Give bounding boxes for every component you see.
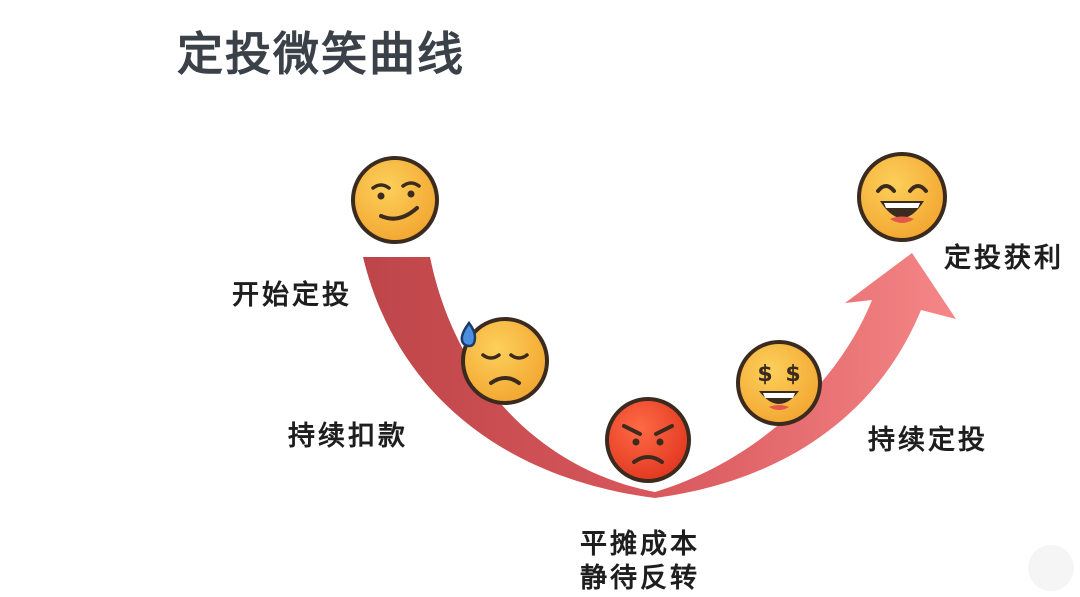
- money-eyes-face-icon: $ $: [736, 340, 822, 426]
- page-title: 定投微笑曲线: [177, 27, 465, 81]
- svg-text:$: $: [757, 362, 772, 387]
- stage-label-hold: 持续扣款: [288, 421, 408, 452]
- stage-label-bottom-line1: 平摊成本: [580, 529, 700, 560]
- stage-label-profit: 定投获利: [944, 243, 1064, 274]
- smile-curve-arrow: [363, 253, 956, 498]
- stage-label-bottom-line2: 静待反转: [580, 562, 700, 594]
- svg-text:$: $: [785, 362, 800, 387]
- stage-label-bottom: 平摊成本 静待反转: [580, 528, 700, 596]
- sweat-drop-icon: [460, 320, 477, 348]
- stage-label-start: 开始定投: [232, 280, 352, 311]
- smirk-face-icon: [351, 156, 439, 244]
- corner-watermark: [1028, 545, 1074, 591]
- big-smile-face-icon: [857, 152, 947, 242]
- stage-label-continue: 持续定投: [868, 425, 988, 456]
- sweat-sad-face-icon: [460, 317, 549, 405]
- angry-face-icon: [605, 397, 691, 483]
